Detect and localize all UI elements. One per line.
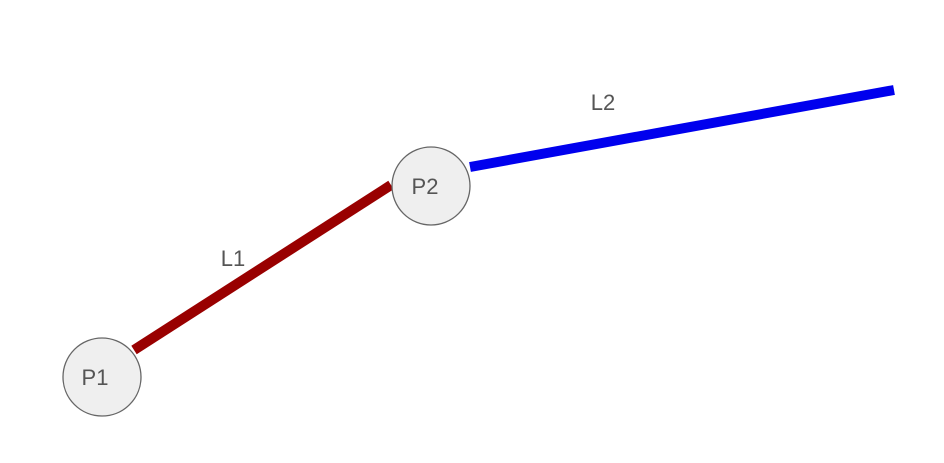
node-p2-circle[interactable] (391, 146, 471, 226)
node-p2[interactable]: P2 (391, 146, 471, 226)
edge-l1[interactable]: L1 (131, 180, 394, 355)
node-p2-label: P2 (412, 174, 439, 199)
edge-l2-line[interactable] (469, 85, 895, 172)
edge-l1-label: L1 (221, 246, 245, 271)
edge-l1-line[interactable] (131, 180, 394, 355)
node-p1-circle[interactable] (62, 337, 142, 417)
node-p1[interactable]: P1 (62, 337, 142, 417)
edge-l2[interactable]: L2 (469, 85, 895, 172)
edge-l2-label: L2 (591, 90, 615, 115)
node-p1-label: P1 (82, 365, 109, 390)
